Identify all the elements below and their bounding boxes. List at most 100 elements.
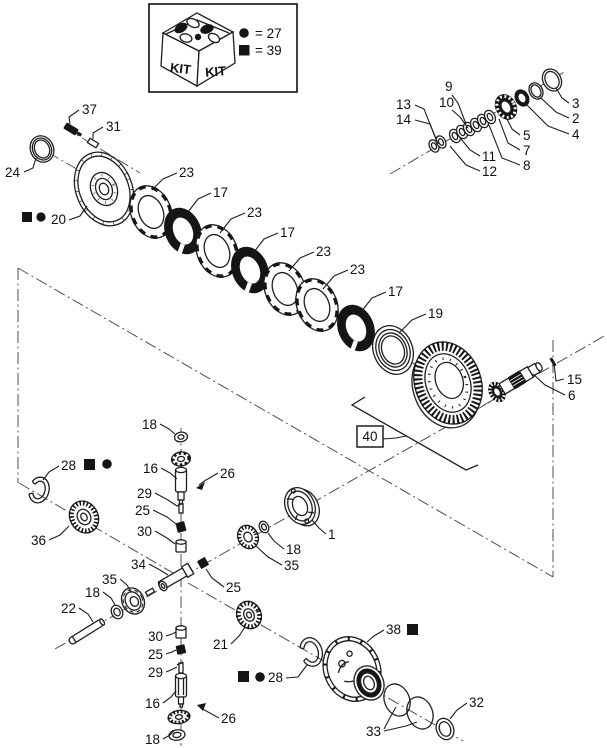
shim-rings-group xyxy=(428,109,497,153)
diff-case-38-shape xyxy=(322,636,382,702)
square-marker-icon xyxy=(407,624,418,635)
callout-28a: 28 xyxy=(42,458,112,481)
svg-text:34: 34 xyxy=(131,557,147,572)
washer-18-bottom-shape xyxy=(168,729,186,741)
callout-30b: 30 xyxy=(148,629,177,644)
callout-37: 37 xyxy=(68,102,97,125)
ring-gear-shape xyxy=(411,341,483,429)
ring-2-shape xyxy=(528,82,544,100)
callout-35b: 35 xyxy=(102,572,132,593)
callout-29b: 29 xyxy=(148,665,178,680)
thrust-washer-shape xyxy=(170,451,192,467)
cylinder-30b-shape xyxy=(175,625,187,639)
callout-17b: 17 xyxy=(253,225,295,253)
svg-text:40: 40 xyxy=(362,429,377,444)
kit-label-left: KIT xyxy=(169,60,192,77)
svg-text:16: 16 xyxy=(145,696,160,711)
svg-text:35: 35 xyxy=(284,558,299,573)
pinion-shaft-16b-shape xyxy=(174,672,188,708)
callout-19: 19 xyxy=(398,306,443,334)
svg-text:23: 23 xyxy=(350,262,365,277)
friction-disc-17-shape xyxy=(164,207,202,259)
callout-8: 8 xyxy=(488,124,531,173)
callout-18t: 18 xyxy=(142,417,176,435)
legend-dot-icon xyxy=(239,28,249,38)
friction-disc-17-shape xyxy=(231,246,269,298)
kit-label-right: KIT xyxy=(205,63,227,80)
lock-ring-28b-shape xyxy=(299,637,324,667)
svg-text:38: 38 xyxy=(386,622,401,637)
square-marker-icon xyxy=(238,671,249,682)
seal-ring-24-shape xyxy=(29,135,55,163)
callout-16a: 16 xyxy=(143,461,178,480)
clutch-plate-23-shape xyxy=(129,185,173,239)
callout-40-box xyxy=(356,425,384,448)
svg-text:18: 18 xyxy=(286,542,301,557)
callout-35a: 35 xyxy=(255,545,299,573)
callout-17c: 17 xyxy=(360,284,403,313)
svg-text:9: 9 xyxy=(445,79,453,94)
callout-22: 22 xyxy=(61,601,94,623)
callout-3: 3 xyxy=(555,87,580,111)
svg-text:19: 19 xyxy=(428,306,443,321)
svg-text:30: 30 xyxy=(148,629,163,644)
callout-30a: 30 xyxy=(137,524,176,545)
square-marker-icon xyxy=(22,212,32,222)
ring-32-shape xyxy=(435,717,455,741)
pressure-ring-19-shape xyxy=(371,325,415,375)
callout-23d: 23 xyxy=(322,262,365,290)
kit-legend-box: KIT KIT = 27 = 39 xyxy=(148,3,298,93)
callout-25c: 25 xyxy=(148,647,177,662)
dot-marker-icon xyxy=(102,459,112,469)
callout-14: 14 xyxy=(396,112,439,145)
bevel-gear-36-shape xyxy=(68,500,100,534)
svg-text:28: 28 xyxy=(268,670,283,685)
callout-9: 9 xyxy=(445,79,467,125)
callout-15: 15 xyxy=(553,362,582,387)
svg-text:12: 12 xyxy=(482,164,497,179)
callout-24: 24 xyxy=(5,157,37,180)
svg-text:30: 30 xyxy=(137,524,152,539)
legend-dot-row: = 27 xyxy=(239,26,282,41)
svg-text:37: 37 xyxy=(82,102,97,117)
callout-18a: 18 xyxy=(267,532,301,557)
svg-text:23: 23 xyxy=(179,165,194,180)
svg-text:3: 3 xyxy=(572,96,580,111)
friction-disc-17-shape xyxy=(337,304,375,356)
svg-text:24: 24 xyxy=(5,165,21,180)
gear-35b-shape xyxy=(120,587,146,615)
callout-10: 10 xyxy=(439,95,469,129)
callout-20: 20 xyxy=(22,205,88,227)
boundary-diagonal-line xyxy=(17,267,554,578)
svg-text:8: 8 xyxy=(523,158,531,173)
callout-23c: 23 xyxy=(288,244,331,272)
svg-text:1: 1 xyxy=(328,527,336,542)
legend-square-row: = 39 xyxy=(239,43,282,58)
arrowhead-icon xyxy=(197,703,206,711)
svg-text:22: 22 xyxy=(61,601,76,616)
bolt-37-shape xyxy=(63,122,83,137)
pinion-shaft-6-shape xyxy=(488,362,543,403)
hub-1-shape xyxy=(284,487,320,527)
callout-21: 21 xyxy=(213,626,246,652)
callout-7: 7 xyxy=(498,118,531,158)
svg-text:4: 4 xyxy=(572,127,580,142)
seal-4-shape xyxy=(514,89,530,107)
clutch-plate-23-shape xyxy=(295,278,339,332)
svg-text:18: 18 xyxy=(85,585,100,600)
svg-text:14: 14 xyxy=(396,112,412,127)
callout-5: 5 xyxy=(505,116,531,143)
svg-text:36: 36 xyxy=(31,533,46,548)
svg-text:17: 17 xyxy=(388,284,403,299)
svg-text:17: 17 xyxy=(213,185,228,200)
callout-1: 1 xyxy=(311,519,336,542)
svg-text:32: 32 xyxy=(469,695,484,710)
svg-text:28: 28 xyxy=(61,458,76,473)
callout-16b: 16 xyxy=(145,690,177,711)
diff-case-hub-shape xyxy=(353,665,385,701)
callout-18b: 18 xyxy=(85,585,116,606)
callout-40: 40 xyxy=(356,425,407,448)
washer-small-shape xyxy=(158,580,168,592)
cylinder-30a-shape xyxy=(175,539,187,553)
